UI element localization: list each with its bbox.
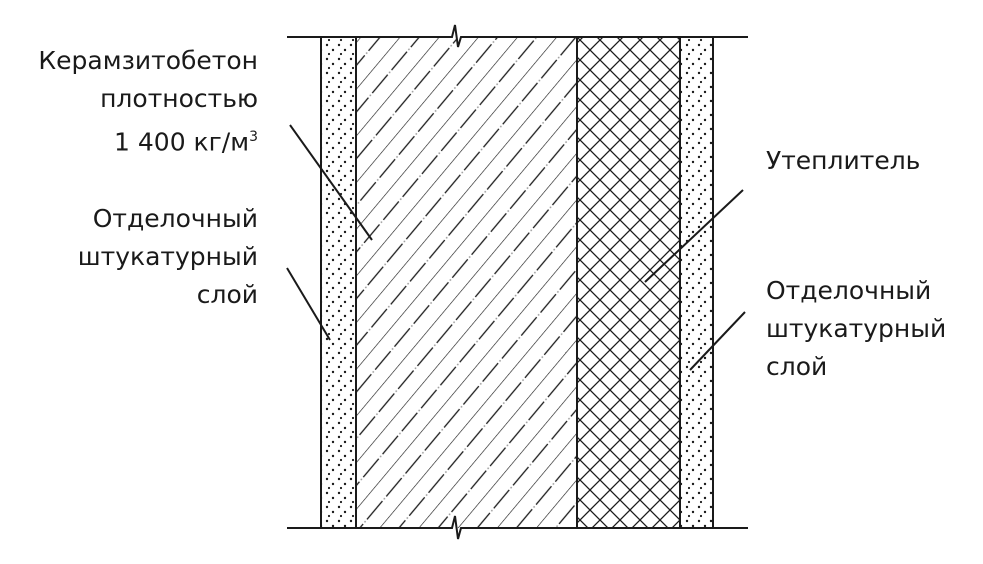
density-value: 1 400 кг/м <box>114 127 250 157</box>
leader-plaster-right <box>689 311 746 371</box>
leader-insulation <box>644 189 744 283</box>
insulation-layer <box>577 37 680 528</box>
label-plaster-left: Отделочный штукатурный слой <box>78 200 258 314</box>
leader-concrete <box>289 124 373 241</box>
label-line: Отделочный <box>766 276 932 305</box>
label-insulation: Утеплитель <box>766 142 920 180</box>
label-concrete: Керамзитобетон плотностью 1 400 кг/м3 <box>38 42 258 161</box>
label-line: Утеплитель <box>766 146 921 175</box>
label-plaster-right: Отделочный штукатурный слой <box>766 272 946 386</box>
plaster-layer-right <box>680 37 713 528</box>
label-line: слой <box>196 280 258 309</box>
leader-plaster-left <box>286 267 331 341</box>
label-line: штукатурный <box>766 314 947 343</box>
top-boundary-line <box>287 24 748 48</box>
label-line: 1 400 кг/м3 <box>38 118 258 161</box>
plaster-layer-left <box>321 37 356 528</box>
label-line: Керамзитобетон <box>38 46 258 75</box>
label-line: плотностью <box>100 84 258 113</box>
label-line: слой <box>766 352 828 381</box>
superscript: 3 <box>249 129 258 145</box>
bottom-boundary-line <box>287 515 748 540</box>
label-line: штукатурный <box>77 242 258 271</box>
label-line: Отделочный <box>92 204 258 233</box>
expanded-clay-concrete-layer <box>356 37 577 528</box>
